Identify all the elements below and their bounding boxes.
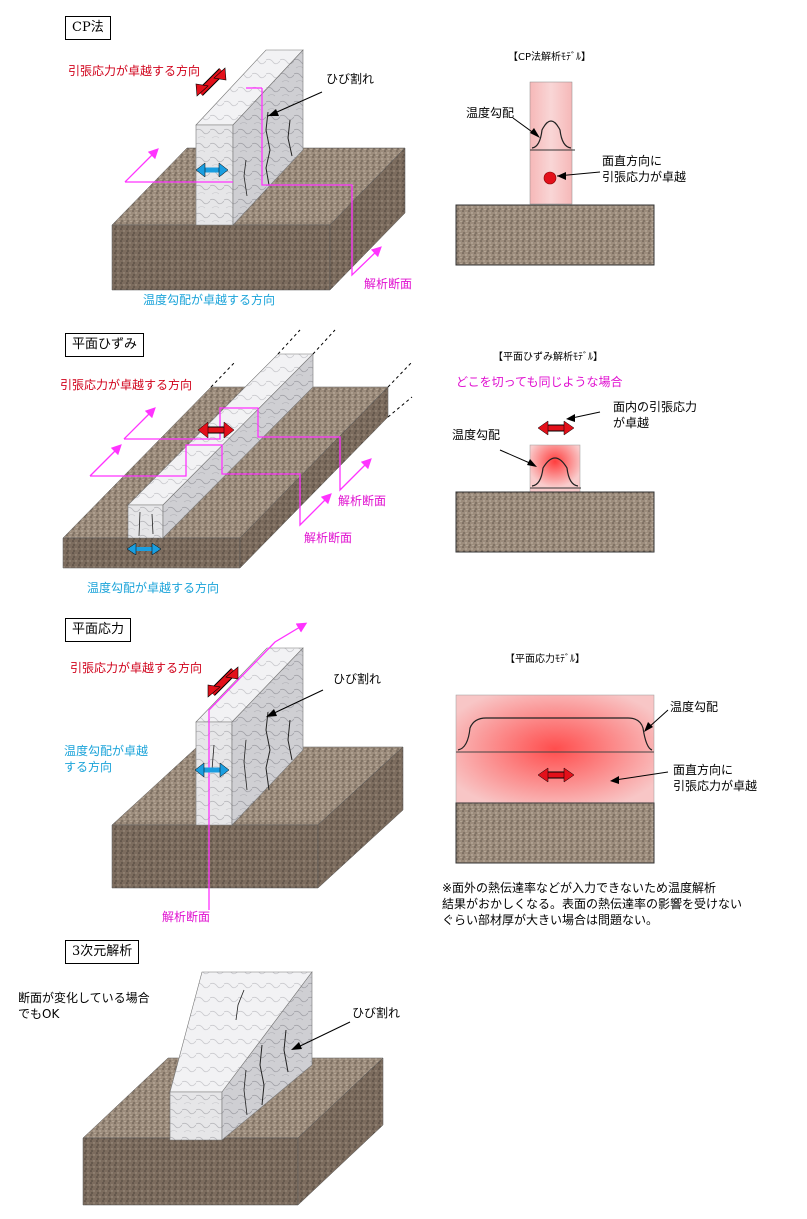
ps-model-condition-label: どこを切っても同じような場合 — [456, 375, 623, 389]
cp-crack-label: ひび割れ — [326, 72, 375, 86]
tension-arrow-ps — [197, 421, 235, 439]
pst-crack-label: ひび割れ — [333, 672, 382, 686]
tension-arrow-pst — [207, 666, 239, 698]
three-d-note: 断面が変化している場合 でもOK — [18, 991, 150, 1021]
ps-model-gradient-label: 温度勾配 — [452, 428, 501, 442]
gradient-arrow-pst — [194, 762, 230, 778]
pst-note: ※面外の熱伝達率などが入力できないため温度解析 結果がおかしくなる。表面の熱伝達… — [442, 881, 743, 927]
section-title-plane-strain: 平面ひずみ — [65, 333, 145, 357]
section-title-3d: 3次元解析 — [65, 940, 140, 964]
three-d-illustration — [82, 971, 384, 1206]
gradient-arrow-ps — [126, 542, 162, 556]
cp-model — [455, 81, 655, 266]
cp-tension-direction-label: 引張応力が卓越する方向 — [68, 64, 201, 78]
plane-strain-illustration — [62, 329, 413, 569]
pst-temp-direction-label: 温度勾配が卓越 する方向 — [64, 744, 149, 774]
pst-model-gradient-label: 温度勾配 — [670, 700, 719, 714]
cp-model-stress-label: 面直方向に 引張応力が卓越 — [602, 154, 687, 184]
ps-analysis-section-label-2: 解析断面 — [304, 531, 353, 545]
ps-analysis-section-label-1: 解析断面 — [338, 494, 387, 508]
tension-arrow-pst-model — [537, 767, 575, 783]
pst-analysis-section-label: 解析断面 — [162, 910, 211, 924]
ps-temp-direction-label: 温度勾配が卓越する方向 — [87, 581, 220, 595]
pst-tension-direction-label: 引張応力が卓越する方向 — [70, 661, 203, 675]
cp-model-gradient-label: 温度勾配 — [466, 106, 515, 120]
ps-model-stress-label: 面内の引張応力 が卓越 — [613, 400, 698, 430]
plane-strain-model — [455, 411, 655, 553]
gradient-arrow-cp — [195, 162, 229, 178]
ps-tension-direction-label: 引張応力が卓越する方向 — [60, 378, 193, 392]
ps-model-title: 【平面ひずみ解析ﾓﾃﾞﾙ】 — [493, 352, 603, 363]
tension-arrow-cp — [195, 67, 227, 97]
cp-analysis-section-label: 解析断面 — [364, 277, 413, 291]
section-title-cp: CP法 — [65, 16, 111, 40]
pst-model-title: 【平面応力ﾓﾃﾞﾙ】 — [505, 654, 585, 665]
cp-model-title: 【CP法解析ﾓﾃﾞﾙ】 — [508, 52, 592, 63]
plane-stress-model — [455, 694, 669, 864]
plane-stress-illustration — [111, 622, 404, 910]
pst-model-stress-label: 面直方向に 引張応力が卓越 — [673, 763, 758, 793]
tension-arrow-ps-model — [537, 420, 575, 436]
section-title-plane-stress: 平面応力 — [65, 618, 132, 642]
cp-temp-direction-label: 温度勾配が卓越する方向 — [143, 293, 276, 307]
three-d-crack-label: ひび割れ — [352, 1006, 401, 1020]
cp-illustration — [111, 49, 406, 291]
